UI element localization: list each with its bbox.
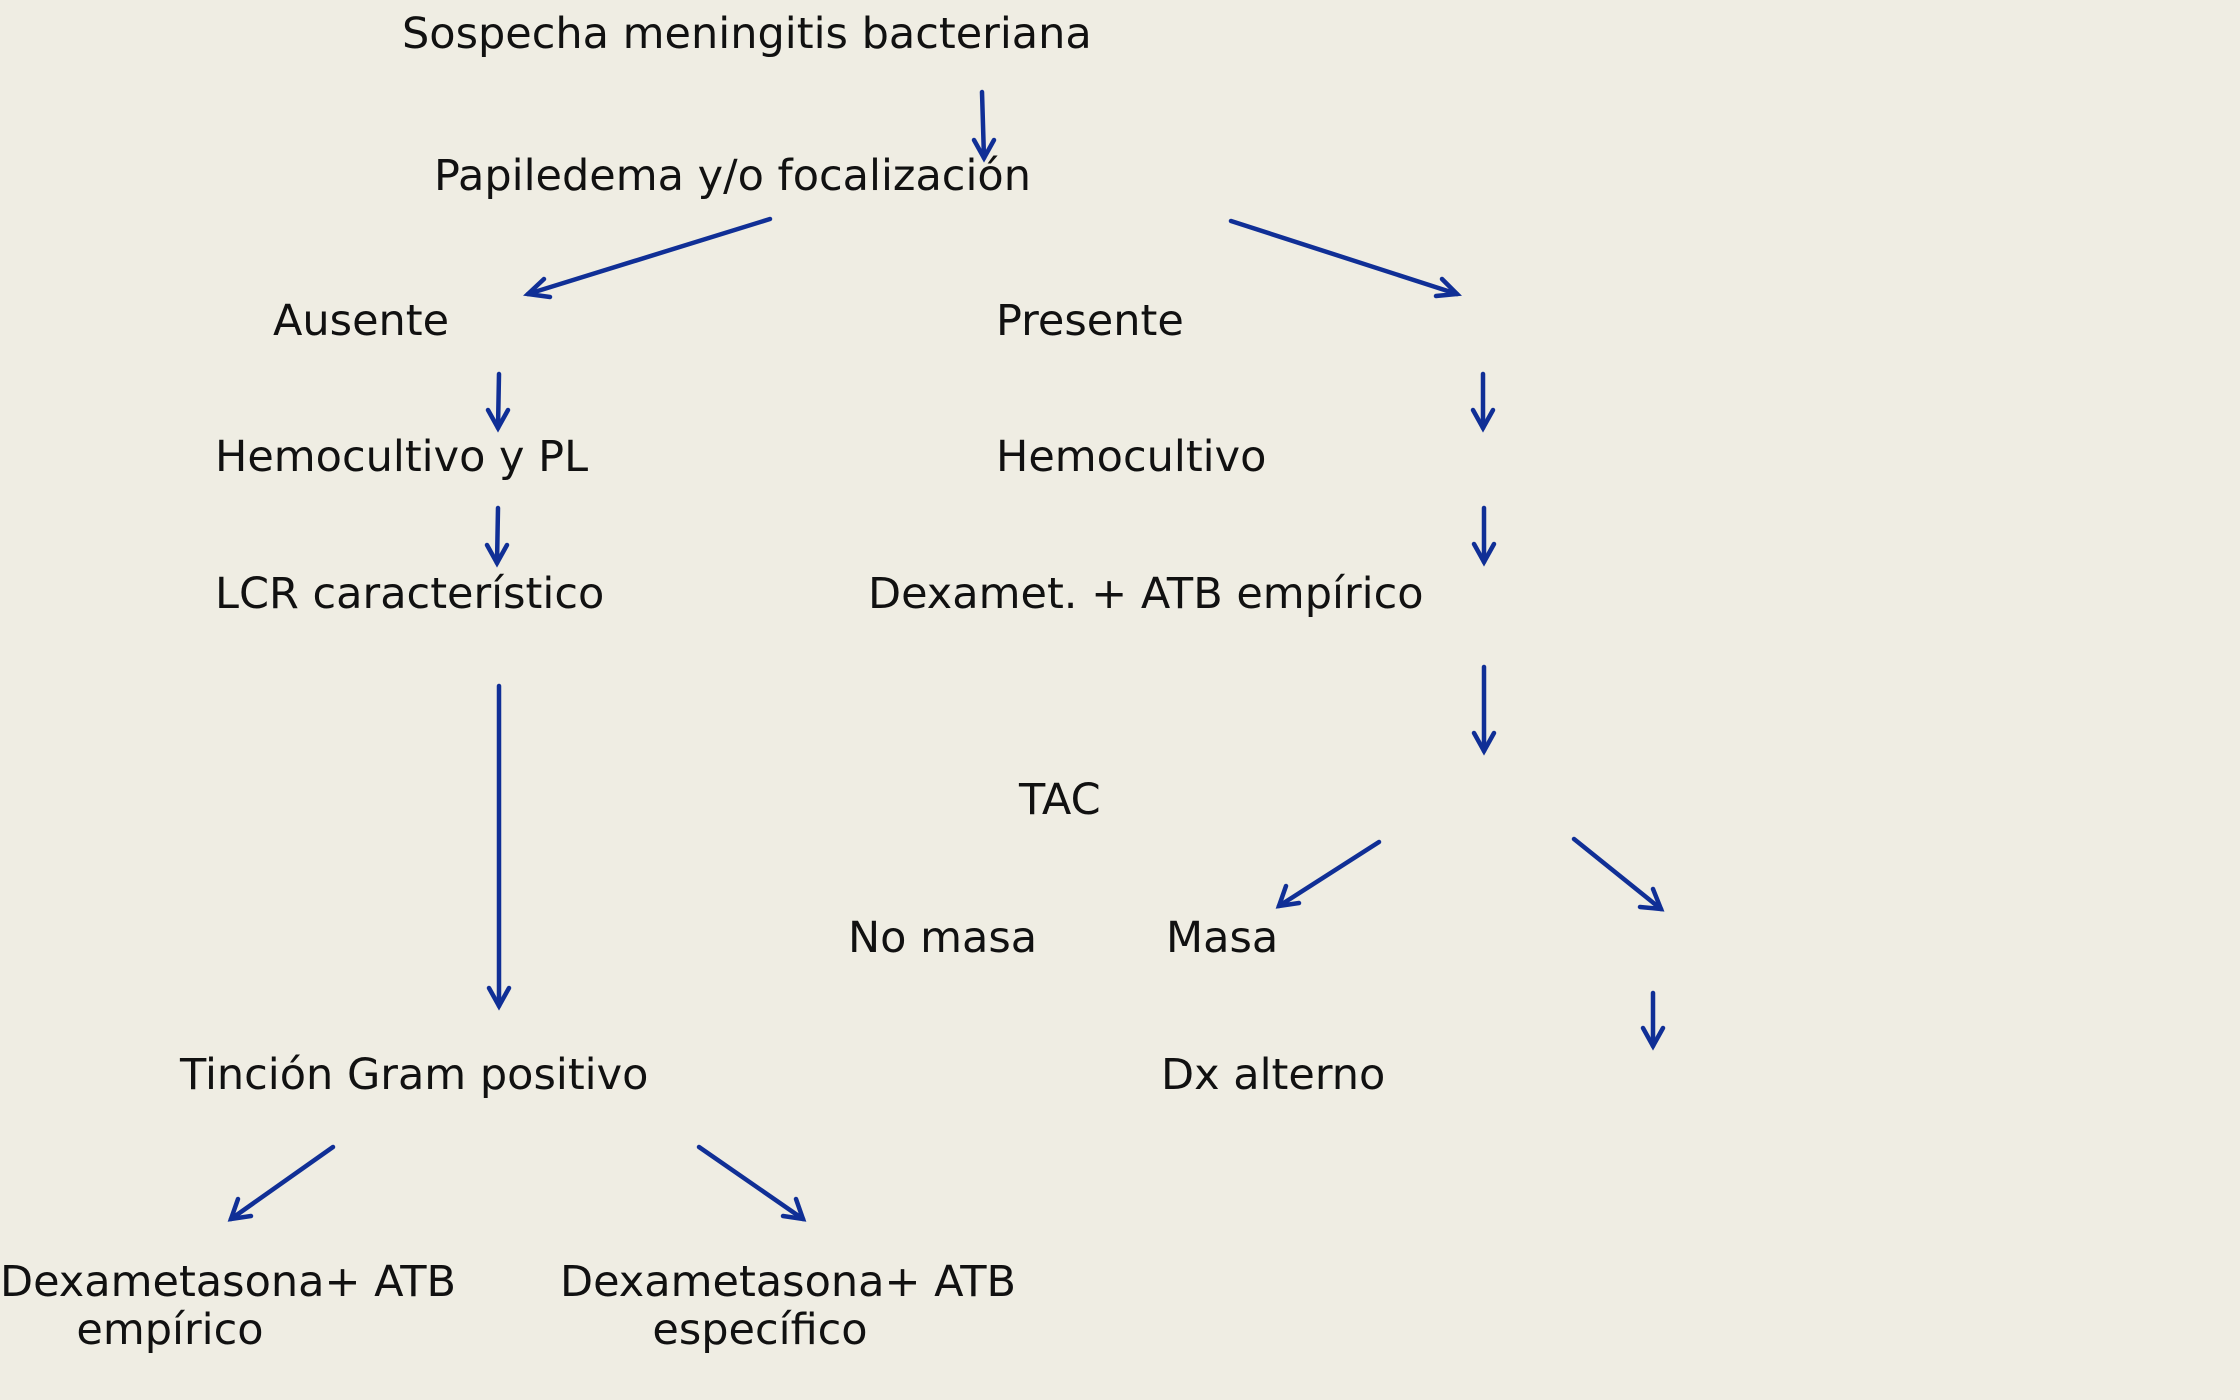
arrow-csf-to-gram-positive — [486, 683, 512, 1011]
node-papilledema-focalization: Papiledema y/o focalización — [434, 151, 1031, 201]
node-mass: Masa — [1166, 913, 1279, 963]
node-dexamethasone-specific-line-1: Dexametasona+ ATB — [560, 1257, 1017, 1307]
arrow-present-to-blood-culture — [1470, 371, 1496, 433]
node-blood-culture: Hemocultivo — [996, 432, 1267, 482]
arrow-papilledema-to-present — [1228, 218, 1462, 299]
arrow-dexamet-to-ct — [1471, 664, 1497, 756]
node-dexamethasone-specific-antibiotic: Dexametasona+ ATB específico — [560, 1257, 1017, 1354]
arrow-mass-to-alt-dx — [1640, 990, 1666, 1051]
node-dexamethasone-specific-line-2: específico — [652, 1305, 868, 1356]
node-dexamethasone-empirical-line-2: empírico — [76, 1305, 264, 1356]
arrow-blood-culture-to-dexamet — [1471, 505, 1497, 567]
node-blood-culture-and-lp: Hemocultivo y PL — [215, 432, 589, 482]
arrow-blood-culture-lp-to-csf — [484, 505, 510, 568]
arrow-gram-to-empirical-treatment — [227, 1144, 336, 1222]
node-suspect-bacterial-meningitis: Sospecha meningitis bacteriana — [402, 9, 1092, 59]
node-absent: Ausente — [273, 296, 450, 346]
arrow-gram-to-specific-treatment — [696, 1144, 807, 1222]
node-no-mass: No masa — [848, 913, 1038, 963]
node-characteristic-csf: LCR característico — [215, 569, 605, 619]
arrow-suspect-to-papilledema — [971, 89, 997, 163]
arrow-papilledema-to-absent — [523, 216, 773, 300]
node-dexamethasone-empirical-antibiotic: Dexametasona+ ATB empírico — [0, 1257, 457, 1356]
node-present: Presente — [996, 296, 1184, 346]
arrow-absent-to-blood-culture-lp — [485, 371, 511, 433]
node-gram-stain-positive: Tinción Gram positivo — [180, 1050, 649, 1100]
node-alternate-diagnosis: Dx alterno — [1161, 1050, 1386, 1100]
arrow-ct-to-no-mass — [1275, 839, 1382, 909]
node-ct-scan: TAC — [1019, 775, 1101, 825]
arrow-ct-to-mass — [1571, 836, 1665, 912]
node-dexamet-empirical-antibiotic: Dexamet. + ATB empírico — [868, 569, 1424, 619]
node-dexamethasone-empirical-line-1: Dexametasona+ ATB — [0, 1257, 457, 1307]
